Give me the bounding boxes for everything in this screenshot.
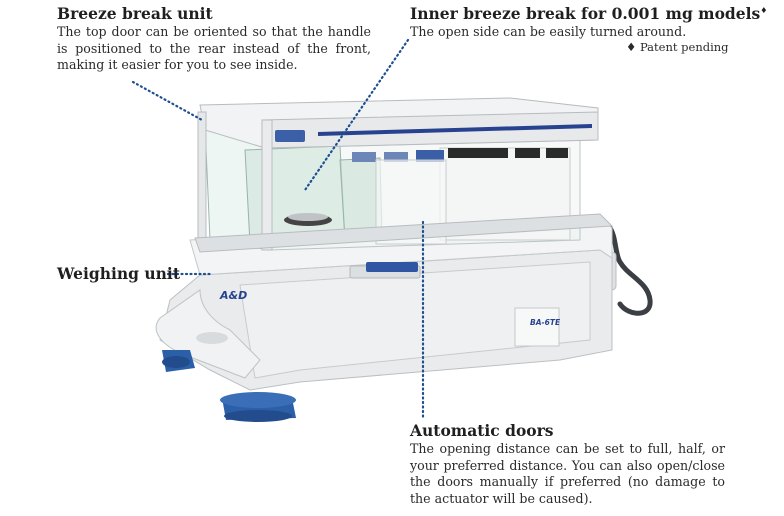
device-logo: A&D <box>220 289 248 302</box>
breeze-break-title: Breeze break unit <box>57 4 213 23</box>
inner-breeze-title: Inner breeze break for 0.001 mg models♦ <box>410 4 767 23</box>
inner-breeze-title-text: Inner breeze break for 0.001 mg models <box>410 4 761 23</box>
automatic-doors-title: Automatic doors <box>410 421 554 440</box>
patent-mark: ♦ <box>760 5 768 15</box>
inner-breeze-description: The open side can be easily turned aroun… <box>410 24 687 39</box>
weighing-unit-title: Weighing unit <box>57 264 180 283</box>
device-model-label: BA-6TE <box>530 318 561 327</box>
patent-pending-note: ♦ Patent pending <box>626 40 729 54</box>
breeze-break-description: The top door can be oriented so that the… <box>57 24 371 72</box>
automatic-doors-description: The opening distance can be set to full,… <box>410 441 725 506</box>
